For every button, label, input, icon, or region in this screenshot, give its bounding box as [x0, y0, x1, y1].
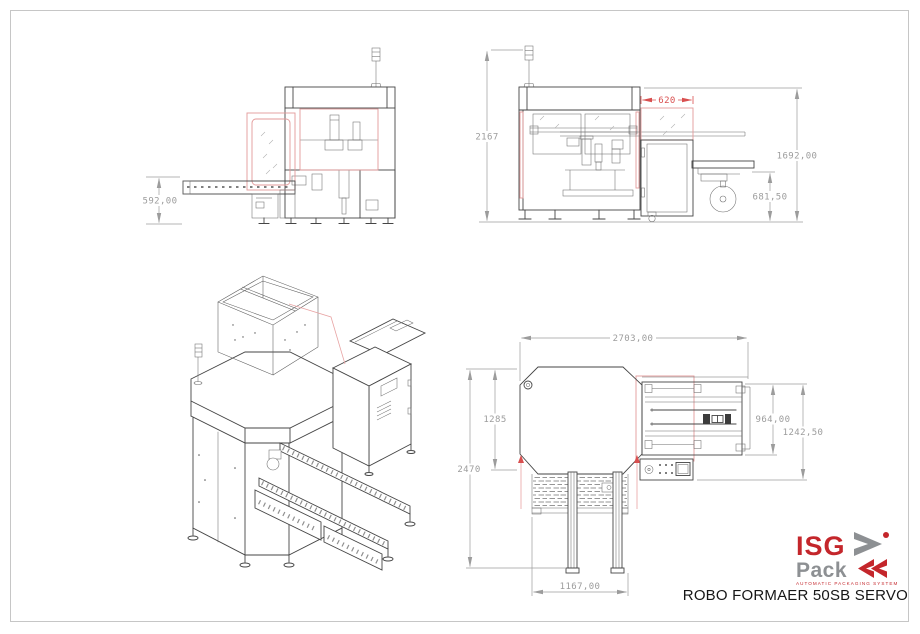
side-guide-highlights: [518, 455, 640, 509]
dim-1167-label: 1167,00: [560, 582, 601, 592]
infeed-deck: [348, 318, 427, 356]
glass-reflection-marks: [260, 131, 278, 175]
dimension-outfeed-width: 964,00: [745, 383, 793, 456]
carton-blank: [217, 275, 319, 376]
machine-frame: [284, 86, 396, 219]
infeed-conveyor: [182, 180, 296, 219]
control-panel: [639, 458, 694, 481]
dim-2703-label: 2703,00: [613, 334, 654, 344]
machine-frame: [518, 86, 641, 211]
door-panel: [246, 112, 296, 191]
dimension-overall-height: 2167: [474, 49, 523, 222]
box-conveyor-rails: [258, 442, 416, 562]
hood-highlight: [299, 108, 379, 171]
dimension-overall-length: 2703,00: [519, 332, 749, 381]
dim-620-label: 620: [658, 96, 675, 106]
logo-pack-text: Pack: [796, 559, 847, 582]
outfeed-cabinet: [331, 346, 416, 476]
dimension-hood-width: 620: [640, 94, 694, 106]
logo-isg-text: ISG: [796, 531, 846, 561]
drawing-title: ROBO FORMAER 50SB SERVO: [682, 587, 908, 604]
sheet-border: [10, 10, 909, 622]
dimension-conveyor-height: 592,00: [141, 176, 182, 225]
hood-side-highlights: [519, 111, 640, 199]
machine-table-outline: [519, 366, 643, 475]
isg-pack-logo: ISG Pack AUTOMATIC PACKAGING SYSTEM: [796, 531, 898, 586]
front-elevation-view: 2167 620 1692,00 681,50: [474, 45, 819, 223]
plan-view: 2703,00 1285 2470 964,00 12: [456, 332, 826, 596]
dimension-outfeed-overall-width: 1242,50: [697, 383, 826, 481]
dim-964-label: 964,00: [756, 415, 791, 425]
tower-light: [523, 45, 535, 88]
dim-2470-label: 2470: [457, 465, 480, 475]
carton-screw-marks: [232, 324, 306, 351]
dimension-body-depth: 1285: [466, 368, 517, 471]
tower-light: [370, 47, 382, 88]
blank-magazine-trays: [254, 489, 383, 571]
outfeed-cabinet: [640, 139, 694, 222]
carton-leader-line: [288, 303, 346, 365]
dim-681-label: 681,50: [753, 193, 788, 203]
dim-1242-label: 1242,50: [783, 428, 824, 438]
machine-interior: [529, 113, 746, 197]
logo-tagline: AUTOMATIC PACKAGING SYSTEM: [796, 581, 898, 586]
machine-body: [187, 417, 348, 568]
dimension-outfeed-height: 1692,00: [644, 87, 819, 222]
tower-light: [193, 343, 203, 385]
side-table-and-roll: [691, 160, 755, 213]
dimension-magazine-width: 1167,00: [531, 517, 629, 596]
dim-1692-label: 1692,00: [777, 152, 818, 162]
dimension-overall-depth: 2470: [456, 369, 565, 569]
outfeed-conveyor: [641, 376, 751, 456]
logo-dot-icon: [883, 532, 889, 538]
magazine-rails: [565, 471, 625, 574]
machine-feet: [258, 217, 394, 224]
isometric-view: [187, 275, 427, 571]
machine-interior: [291, 114, 379, 215]
dim-1285-label: 1285: [483, 415, 506, 425]
dim-2167-label: 2167: [475, 133, 498, 143]
glass-reflection-marks: [539, 113, 686, 136]
table-top-slab: [190, 351, 345, 444]
dimension-table-height: 681,50: [751, 171, 790, 222]
machine-feet: [518, 209, 641, 220]
logo-left-chevron-icon: [858, 559, 874, 578]
blank-magazine: [531, 474, 629, 515]
outfeed-hood-highlight: [640, 107, 694, 141]
side-elevation-view: 592,00: [141, 47, 396, 225]
logo-right-chevron-icon: [854, 532, 882, 556]
dim-592-label: 592,00: [143, 197, 178, 207]
logo-left-chevron2-icon: [871, 559, 887, 578]
